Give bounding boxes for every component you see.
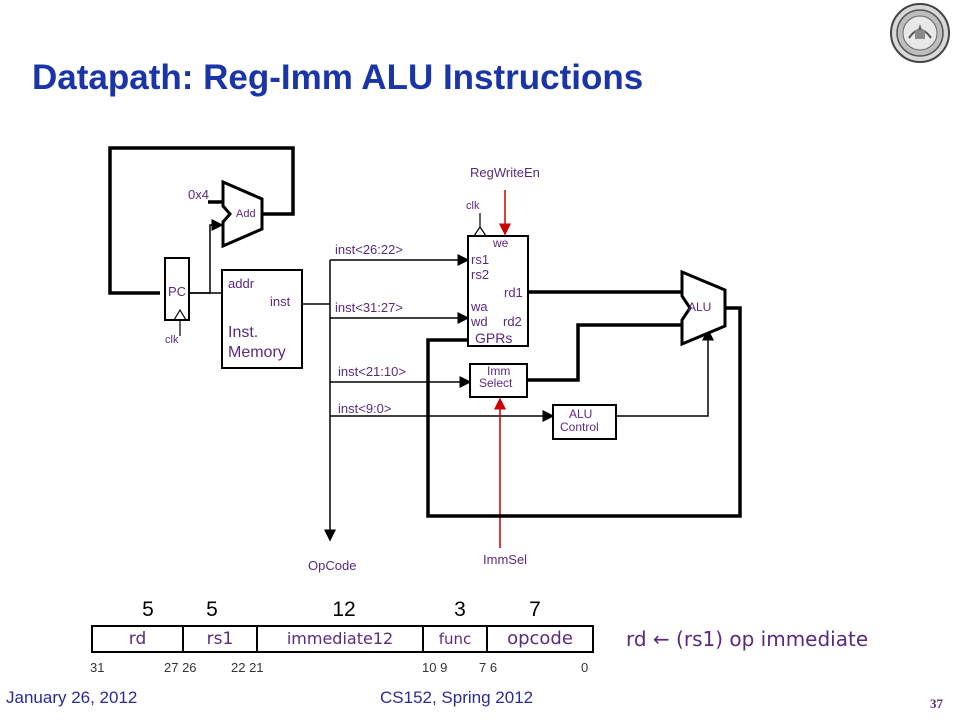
alu-shape (680, 269, 727, 347)
alu-control-line1: ALU (569, 407, 593, 421)
inst-31-27-label: inst<31:27> (335, 300, 403, 315)
imem-name-line2: Memory (228, 344, 286, 361)
regwriteen-label: RegWriteEn (470, 165, 540, 180)
width-immediate: 12 (332, 598, 356, 621)
alu-label: ALU (688, 300, 712, 314)
field-rs1: rs1 (184, 627, 258, 651)
inst-26-22-label: inst<26:22> (335, 242, 403, 257)
alu-control-wire (616, 328, 714, 417)
bit-27-26: 27 26 (164, 660, 197, 675)
datapath-diagram (108, 146, 742, 548)
gpr-wd-label: wd (471, 314, 488, 329)
footer-date: January 26, 2012 (6, 688, 138, 707)
gpr-rd1-label: rd1 (504, 285, 523, 300)
width-opcode: 7 (529, 598, 541, 621)
pc-register-shape (164, 257, 190, 321)
opcode-label: OpCode (308, 558, 357, 573)
slide-title: Datapath: Reg-Imm ALU Instructions (32, 58, 644, 97)
imm-select-shape (469, 363, 528, 398)
pc-clk-label: clk (165, 334, 179, 346)
alu-control-shape (552, 404, 617, 440)
instruction-semantics: rd ← (rs1) op immediate (626, 627, 869, 651)
bit-7-6: 7 6 (479, 660, 498, 675)
const-0x4-label: 0x4 (188, 187, 209, 202)
gpr-clk-label: clk (466, 200, 480, 212)
imem-inst-label: inst (270, 294, 291, 309)
pc-label: PC (168, 284, 187, 299)
footer-course: CS152, Spring 2012 (380, 688, 534, 707)
field-immediate12: immediate12 (258, 627, 424, 651)
pc-to-add-wire (188, 219, 224, 294)
bit-22-21: 22 21 (231, 660, 264, 675)
imm-to-alu-wire (527, 323, 682, 382)
width-rs1: 5 (206, 598, 218, 621)
add-label: Add (236, 208, 256, 220)
gpr-we-label: we (493, 236, 509, 250)
gprs-shape (467, 235, 529, 347)
gprs-name-label: GPRs (475, 330, 513, 346)
field-rd: rd (93, 627, 184, 651)
gpr-rs2-label: rs2 (471, 267, 490, 282)
pc-loop-wire (108, 146, 295, 295)
field-func: func (424, 627, 488, 651)
bit-10-9: 10 9 (422, 660, 448, 675)
imem-addr-label: addr (228, 276, 255, 291)
width-rd: 5 (142, 598, 154, 621)
inst-memory-shape (221, 269, 303, 369)
instruction-format-box: rd rs1 immediate12 func opcode (91, 625, 594, 653)
gpr-wa-label: wa (471, 299, 488, 314)
inst-9-0-label: inst<9:0> (338, 401, 392, 416)
immsel-label: ImmSel (483, 552, 528, 567)
inst-21-10-label: inst<21:10> (338, 364, 406, 379)
alu-control-line2: Control (560, 420, 599, 434)
imm-select-line1: Imm (487, 364, 511, 378)
bit-31: 31 (90, 660, 105, 675)
add-unit-shape (221, 179, 264, 249)
imem-name-line1: Inst. (228, 324, 259, 341)
bit-0: 0 (581, 660, 589, 675)
gpr-rd2-label: rd2 (503, 314, 522, 329)
width-func: 3 (454, 598, 466, 621)
field-opcode: opcode (507, 628, 573, 649)
imm-select-line2: Select (479, 376, 513, 390)
page-number: 37 (930, 696, 943, 711)
university-seal-icon (890, 3, 950, 63)
writeback-wire (426, 306, 742, 518)
gpr-rs1-label: rs1 (471, 252, 490, 267)
